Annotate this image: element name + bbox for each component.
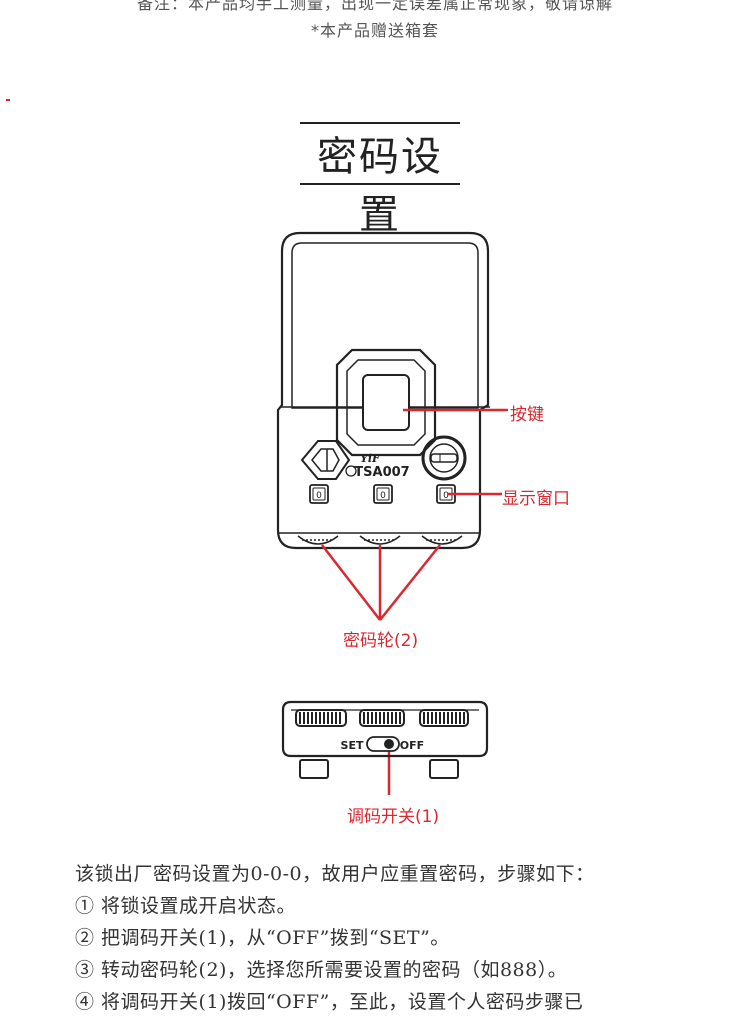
step-3: ③ 转动密码轮(2)，选择您所需要设置的密码（如888）。 bbox=[75, 959, 568, 981]
step-4: ④ 将调码开关(1)拨回“OFF”，至此，设置个人密码步骤已 bbox=[75, 991, 584, 1013]
password-wheels-bottom bbox=[295, 709, 469, 727]
step-2: ② 把调码开关(1)，从“OFF”拨到“SET”。 bbox=[75, 927, 450, 949]
display-windows bbox=[309, 484, 456, 504]
callout-lines bbox=[321, 408, 508, 795]
switch-off-text: OFF bbox=[400, 739, 424, 752]
switch-track bbox=[366, 736, 400, 752]
step-intro: 该锁出厂密码设置为0-0-0，故用户应重置密码，步骤如下： bbox=[75, 863, 595, 885]
brand-logo: YiF bbox=[360, 452, 381, 465]
instruction-steps: 该锁出厂密码设置为0-0-0，故用户应重置密码，步骤如下： ① 将锁设置成开启状… bbox=[75, 858, 735, 1018]
hexagon-keyhole-icon bbox=[300, 440, 351, 480]
digit-1: 0 bbox=[316, 491, 322, 501]
switch-set-text: SET bbox=[341, 739, 364, 752]
red-mark bbox=[6, 99, 10, 101]
switch-knob bbox=[384, 739, 394, 749]
section-title: 密码设置 bbox=[317, 134, 443, 238]
label-display-window: 显示窗口 bbox=[502, 489, 570, 509]
tsa-logo-icon bbox=[345, 465, 357, 477]
tsa-key-cylinder-icon bbox=[421, 435, 467, 481]
lock-diagram: YiF TSA007 0 0 0 bbox=[276, 231, 508, 795]
title-rule-top bbox=[300, 122, 460, 124]
digit-2: 0 bbox=[380, 491, 386, 501]
note-measurement: 备注：本产品均手工测量，出现一定误差属正常现象，敬请谅解 bbox=[136, 0, 613, 13]
model-number: TSA007 bbox=[354, 465, 409, 480]
title-rule-bottom bbox=[300, 183, 460, 185]
step-1: ① 将锁设置成开启状态。 bbox=[75, 895, 297, 917]
label-code-switch: 调码开关(1) bbox=[347, 807, 440, 827]
lock-front-view bbox=[276, 231, 490, 550]
digit-3: 0 bbox=[443, 491, 449, 501]
note-gift: *本产品赠送箱套 bbox=[310, 21, 439, 40]
password-wheels-front bbox=[297, 535, 463, 545]
label-button: 按键 bbox=[510, 405, 544, 425]
label-password-wheels: 密码轮(2) bbox=[343, 631, 419, 651]
